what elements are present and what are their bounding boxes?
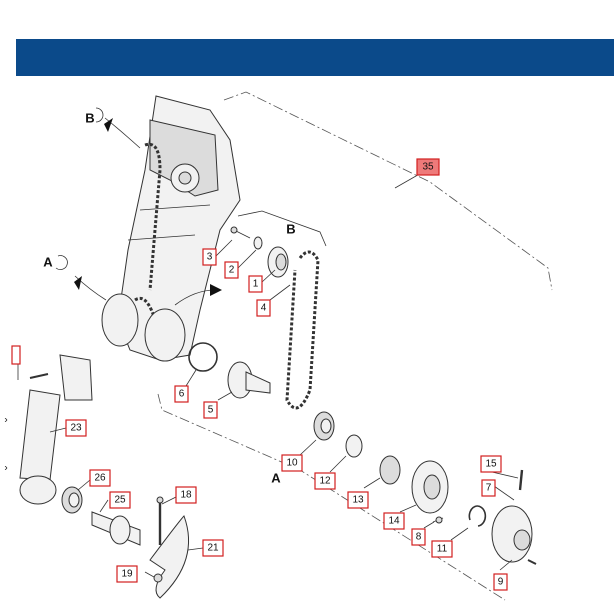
nut-19-part [153,573,163,583]
shaft-25-part [91,511,141,546]
partial-label-fragment: › [4,415,7,426]
bolt-18-head [156,496,164,504]
svg-text:26: 26 [94,473,106,484]
o-ring-6-part [188,342,218,372]
rotation-arrow-b [104,117,141,149]
svg-text:23: 23 [70,423,82,434]
svg-text:5: 5 [208,405,214,416]
svg-text:4: 4 [261,303,267,314]
bearing-10-part [313,411,335,441]
sprocket-shaft-5-part [227,361,271,399]
washer-12-part [345,434,363,458]
callout-6: 6 [174,385,189,403]
svg-text:2: 2 [229,265,235,276]
callout-5: 5 [203,401,218,419]
arrowhead-a [74,276,82,290]
svg-text:1: 1 [253,279,259,290]
callout-11: 11 [431,540,453,558]
callout-12: 12 [314,472,336,490]
callout-7: 7 [481,479,496,497]
header-bar [16,39,614,76]
circlip-11-part [468,505,487,527]
callout-9: 9 [493,573,508,591]
group-boundary-bottom [157,393,506,601]
callout-35: 35 [416,158,440,176]
callout-10: 10 [281,454,303,472]
support-arm-23-part [19,354,93,505]
washer-2-part [253,236,263,250]
svg-text:10: 10 [286,458,298,469]
svg-text:7: 7 [486,483,492,494]
pin-15-part [518,469,524,491]
svg-text:18: 18 [180,490,192,501]
arrowhead-b [104,118,113,132]
callout-23: 23 [65,419,87,437]
bolt-8-part [432,516,444,524]
svg-text:21: 21 [207,543,219,554]
letter-b-group: B [286,222,295,237]
svg-text:11: 11 [437,544,448,555]
chain-4-part [285,250,320,410]
svg-text:19: 19 [121,569,133,580]
callout-8: 8 [411,528,426,546]
callout-26: 26 [89,469,111,487]
callout-14: 14 [383,512,405,530]
sprocket-1-part [267,246,289,278]
rotation-arrow-a [74,275,107,301]
rotation-arc-a [55,255,68,270]
svg-text:13: 13 [352,495,364,506]
rotation-arc-b [95,107,104,123]
bolt-3-part [230,226,251,239]
svg-text:3: 3 [207,252,213,263]
group-boundary-top [223,91,553,291]
callout-3: 3 [202,248,217,266]
svg-text:15: 15 [485,459,497,470]
callout-15: 15 [480,455,502,473]
svg-text:35: 35 [422,162,434,173]
seal-13-part [379,455,401,485]
svg-text:6: 6 [179,389,185,400]
svg-text:14: 14 [388,516,400,527]
partial-label-box [11,345,21,365]
callout-21: 21 [202,539,224,557]
flange-14-part [411,460,449,514]
blade-21-part [149,515,190,599]
callout-4: 4 [256,299,271,317]
callout-13: 13 [347,491,369,509]
bolt-left-part [29,373,49,379]
gearbox-housing [101,95,241,362]
svg-text:12: 12 [319,476,331,487]
hub-7-part [491,505,533,563]
leader-lines [49,239,519,578]
letter-a-group: A [271,471,281,486]
partial-label-fragment-2: › [4,463,7,474]
callout-2: 2 [224,261,239,279]
callout-19: 19 [116,565,138,583]
callout-1: 1 [248,275,263,293]
group-b-bracket [237,210,327,247]
callout-25: 25 [109,491,131,509]
svg-text:25: 25 [114,495,126,506]
pin-9-part [527,559,537,565]
svg-text:9: 9 [498,577,504,588]
letter-a-left: A [43,255,53,270]
output-arrowhead [210,284,222,296]
callout-18: 18 [175,486,197,504]
bearing-26-part [61,486,83,514]
letter-b-top: B [85,111,94,126]
svg-text:8: 8 [416,532,422,543]
